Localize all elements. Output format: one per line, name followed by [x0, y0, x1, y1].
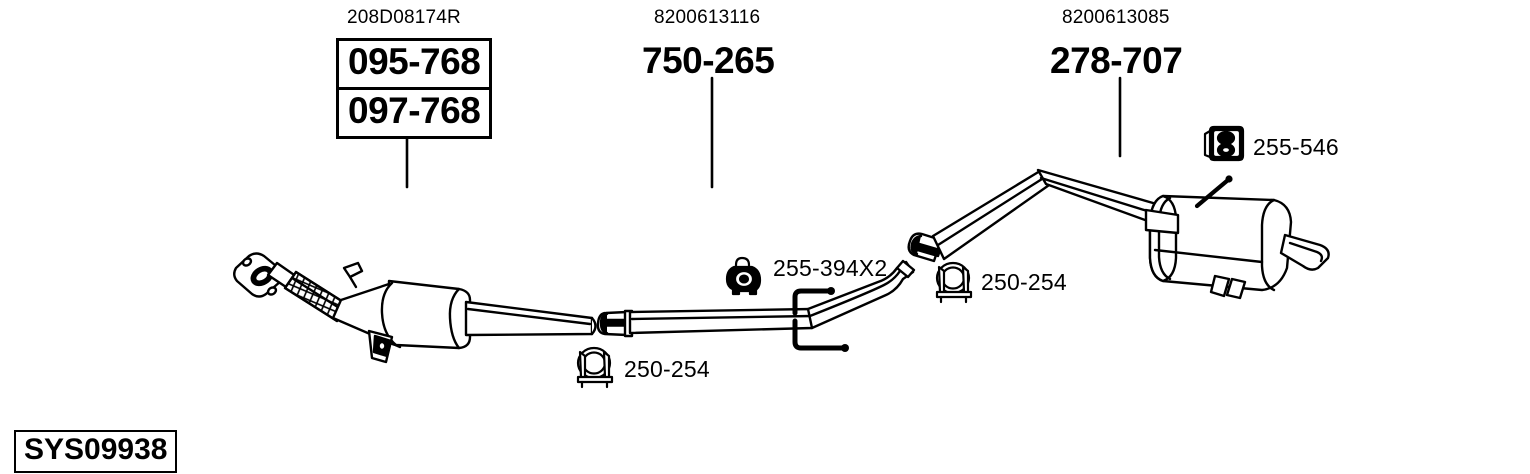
exhaust-rubber-mount-icon: [1203, 125, 1245, 162]
exhaust-clamp-icon-rear: [935, 261, 973, 304]
hardware-label-hanger-ring[interactable]: 255-394X2: [773, 255, 888, 281]
system-code-badge: SYS09938: [14, 430, 178, 473]
callout-oem-rear-silencer: 8200613085: [1062, 7, 1170, 28]
exhaust-hanger-ring-icon: [725, 256, 762, 296]
exhaust-clamp-icon-front: [576, 346, 614, 389]
callout-ref-095-768[interactable]: 095-768: [336, 38, 493, 90]
hardware-label-mount-rubber[interactable]: 255-546: [1253, 134, 1339, 160]
callout-ref-097-768[interactable]: 097-768: [336, 89, 493, 139]
hardware-label-clamp-rear[interactable]: 250-254: [981, 269, 1067, 295]
part-front-pipe-with-catalytic-converter: [233, 252, 597, 364]
leader-lines: [405, 76, 1122, 189]
part-rear-pipe-with-silencer: [907, 168, 1330, 300]
callout-oem-centre-pipe: 8200613116: [654, 7, 761, 28]
part-centre-pipe: [596, 259, 916, 352]
callout-ref-750-265[interactable]: 750-265: [642, 40, 775, 81]
callout-oem-front-catalyst: 208D08174R: [347, 7, 461, 28]
hardware-label-clamp-front[interactable]: 250-254: [624, 356, 710, 382]
callout-ref-278-707[interactable]: 278-707: [1050, 40, 1183, 81]
